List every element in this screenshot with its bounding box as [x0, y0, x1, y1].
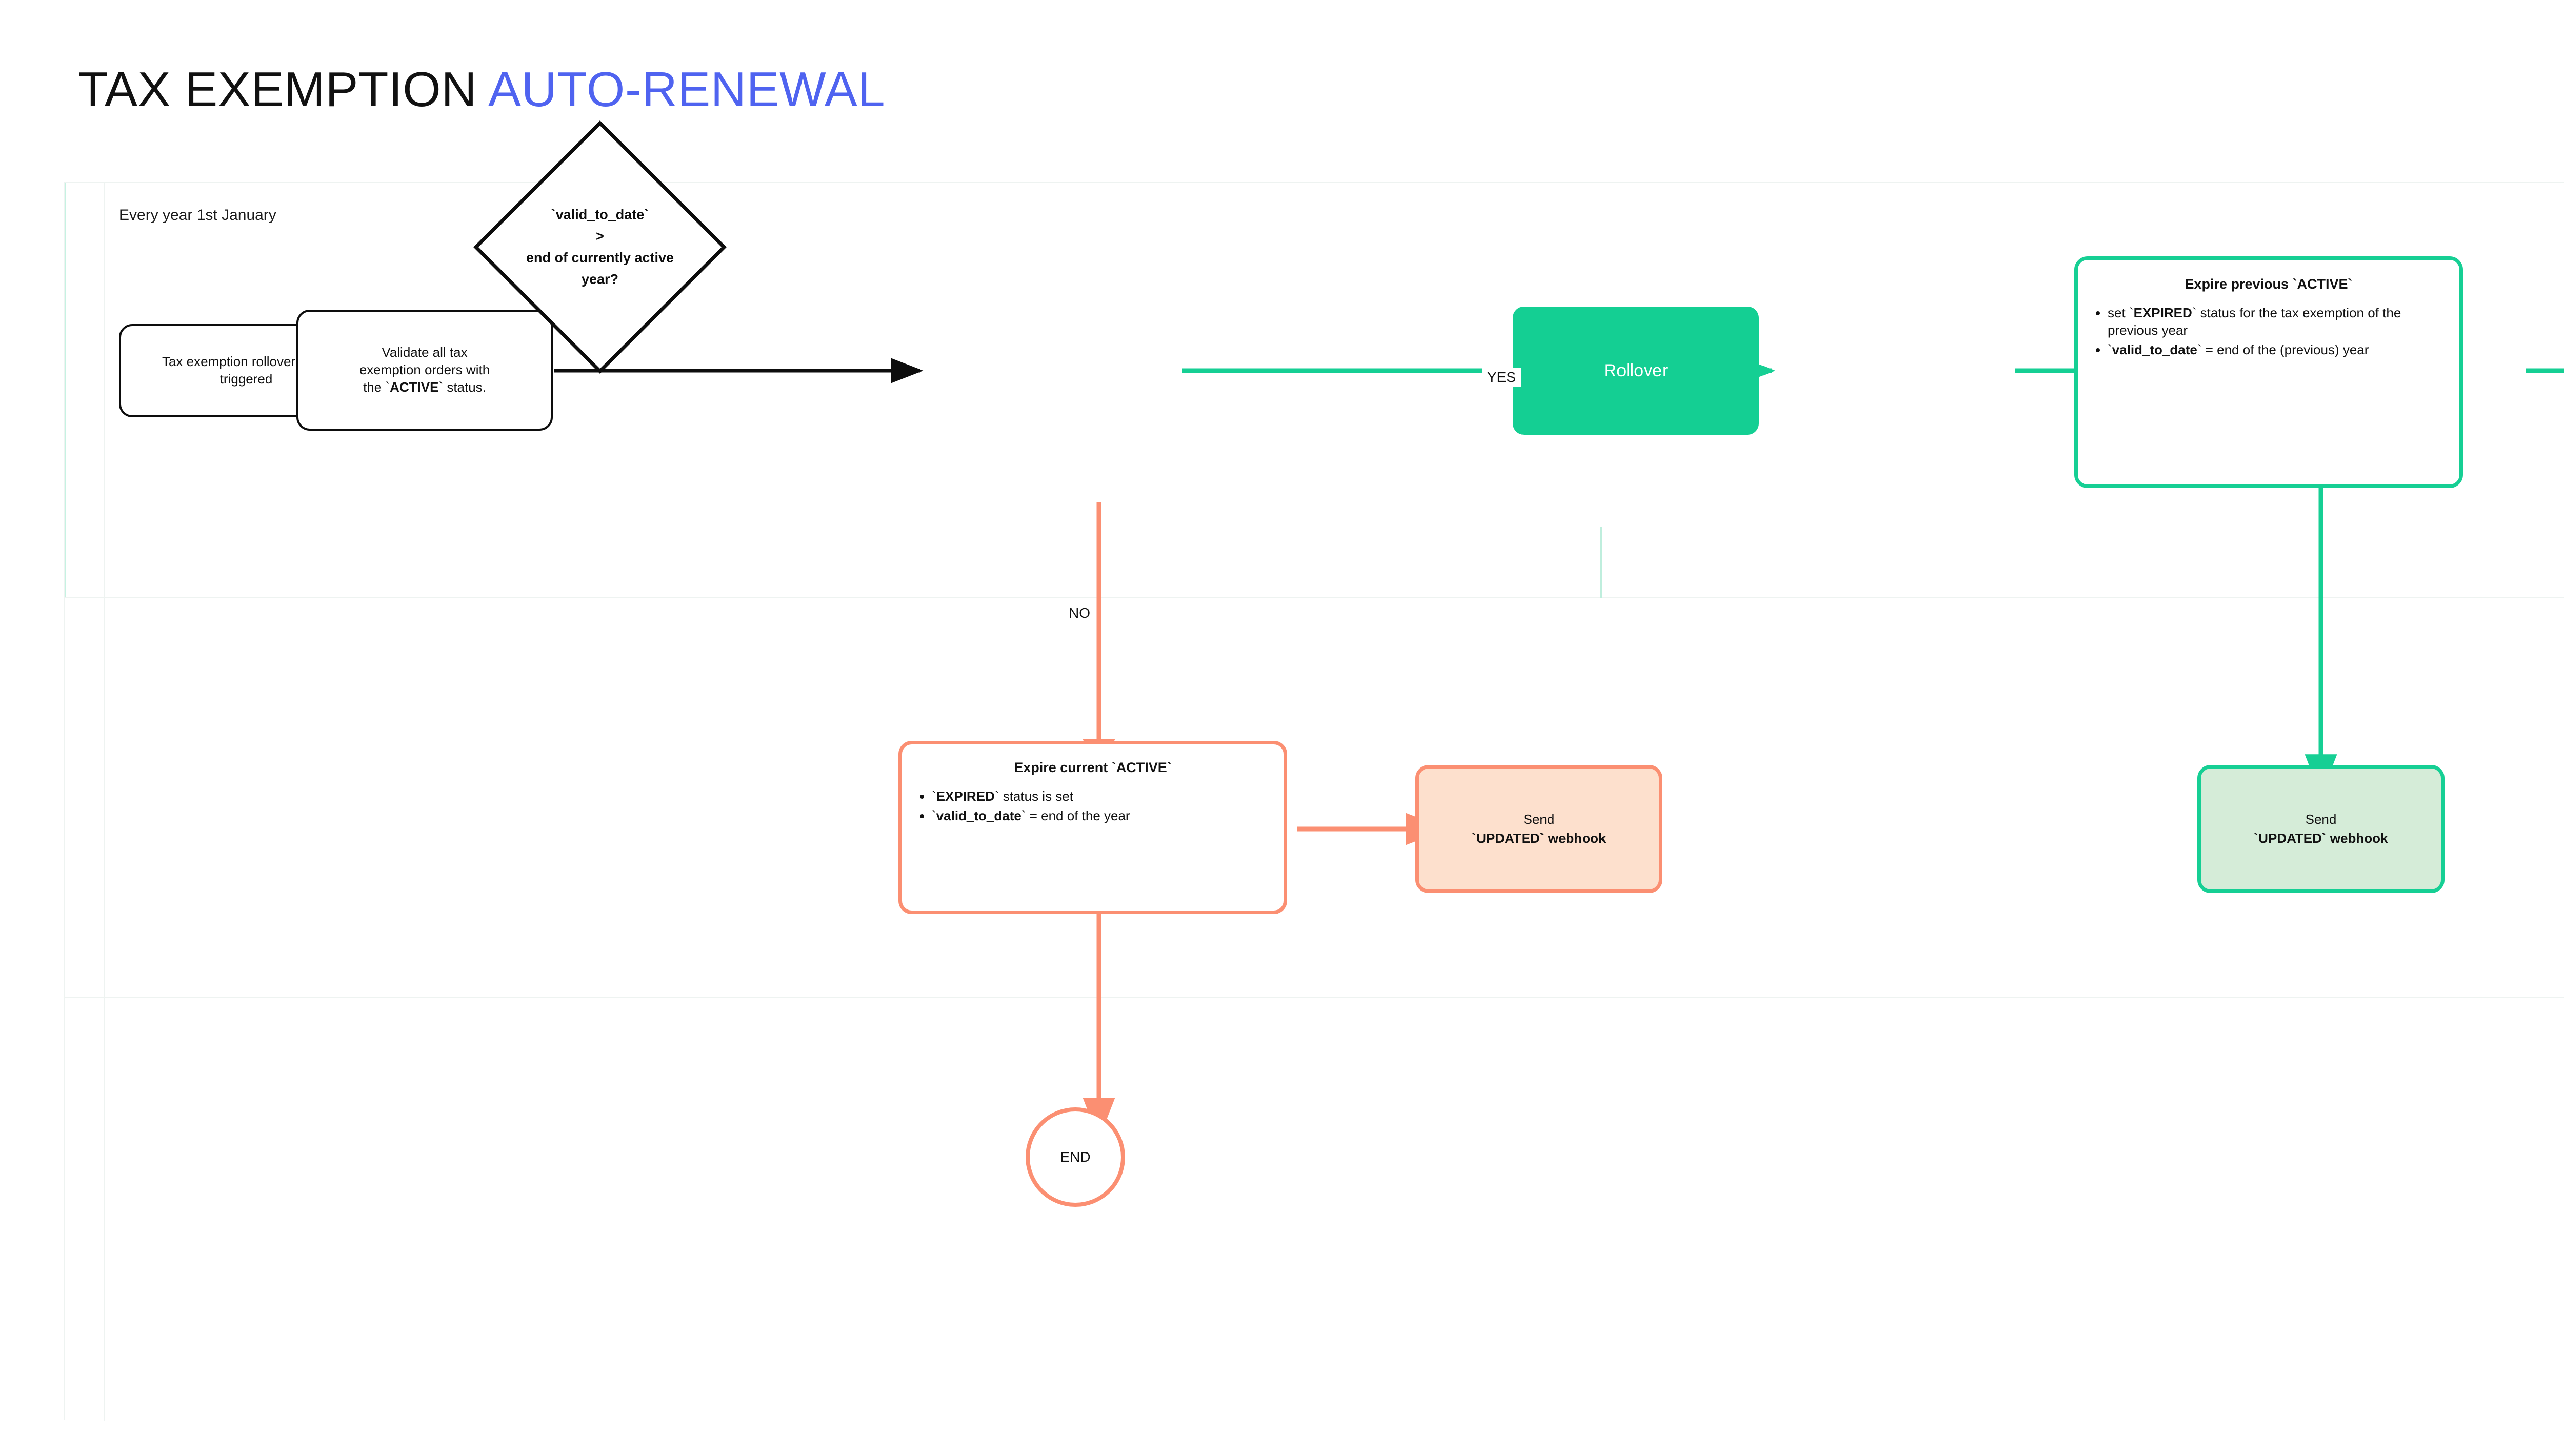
list-item: `EXPIRED` status is set — [932, 788, 1271, 805]
webhook-line1: Send — [2305, 812, 2337, 827]
heading-pre: Expire current ` — [1014, 760, 1116, 775]
node-expire-current-heading: Expire current `ACTIVE` — [902, 759, 1284, 777]
heading-post: ` — [1167, 760, 1172, 775]
webhook-line2: `UPDATED` webhook — [2254, 831, 2388, 846]
heading-code: ACTIVE — [2297, 276, 2348, 292]
heading-post: ` — [2348, 276, 2353, 292]
decision-diamond-shape — [473, 120, 727, 374]
title-accent: AUTO-RENEWAL — [488, 62, 886, 117]
list-item: set `EXPIRED` status for the tax exempti… — [2108, 305, 2447, 339]
node-expire-current-active[interactable]: Expire current `ACTIVE` `EXPIRED` status… — [898, 741, 1287, 914]
node-validate[interactable]: Validate all tax exemption orders with t… — [296, 310, 553, 431]
title-main: TAX EXEMPTION — [78, 62, 477, 117]
node-rollover-label: Rollover — [1604, 360, 1668, 380]
heading-code: ACTIVE — [1116, 760, 1167, 775]
swimlane-header-2 — [65, 598, 105, 997]
node-decision-line2: > — [596, 228, 604, 244]
node-decision-line1: `valid_to_date` — [551, 207, 649, 223]
node-expire-previous-heading: Expire previous `ACTIVE` — [2078, 275, 2459, 293]
page-title: TAX EXEMPTION AUTO-RENEWAL — [78, 62, 885, 118]
swimlane-row-3 — [65, 998, 2564, 1421]
node-expire-previous-bullets: set `EXPIRED` status for the tax exempti… — [2078, 305, 2459, 360]
node-validate-line3-post: ` status. — [438, 379, 486, 395]
list-item: `valid_to_date` = end of the (previous) … — [2108, 341, 2447, 359]
end-label: END — [1060, 1149, 1091, 1165]
heading-pre: Expire previous ` — [2185, 276, 2297, 292]
node-validate-line2: exemption orders with — [359, 362, 490, 378]
node-validate-code: ACTIVE — [390, 379, 439, 395]
edge-label-no: NO — [1064, 604, 1095, 622]
node-validate-line3-pre: the ` — [363, 379, 390, 395]
node-webhook-updated-orange[interactable]: Send `UPDATED` webhook — [1415, 765, 1662, 893]
webhook-line1: Send — [1523, 812, 1555, 827]
node-end-expired[interactable]: END — [1026, 1107, 1125, 1207]
node-rollover[interactable]: Rollover — [1513, 307, 1759, 435]
node-expire-current-bullets: `EXPIRED` status is set `valid_to_date` … — [902, 788, 1284, 827]
lane-label: Every year 1st January — [119, 207, 276, 224]
list-item: `valid_to_date` = end of the year — [932, 807, 1271, 825]
node-expire-previous-active[interactable]: Expire previous `ACTIVE` set `EXPIRED` s… — [2074, 256, 2463, 488]
swimlane-header-3 — [65, 998, 105, 1421]
swimlane-row-1 — [65, 183, 2564, 598]
edge-label-yes: YES — [1482, 368, 1521, 387]
node-validate-line1: Validate all tax — [382, 345, 468, 360]
swimlane-divider-tick — [1600, 527, 1602, 598]
node-decision-line4: year? — [581, 271, 619, 287]
node-decision[interactable]: `valid_to_date` > end of currently activ… — [472, 119, 728, 375]
node-decision-line3: end of currently active — [526, 250, 674, 265]
node-webhook-updated-green[interactable]: Send `UPDATED` webhook — [2197, 765, 2445, 893]
swimlane-row-2 — [65, 598, 2564, 998]
swimlane-header-1 — [65, 183, 105, 597]
webhook-line2: `UPDATED` webhook — [1472, 831, 1606, 846]
node-validate-line3: the `ACTIVE` status. — [311, 379, 538, 396]
